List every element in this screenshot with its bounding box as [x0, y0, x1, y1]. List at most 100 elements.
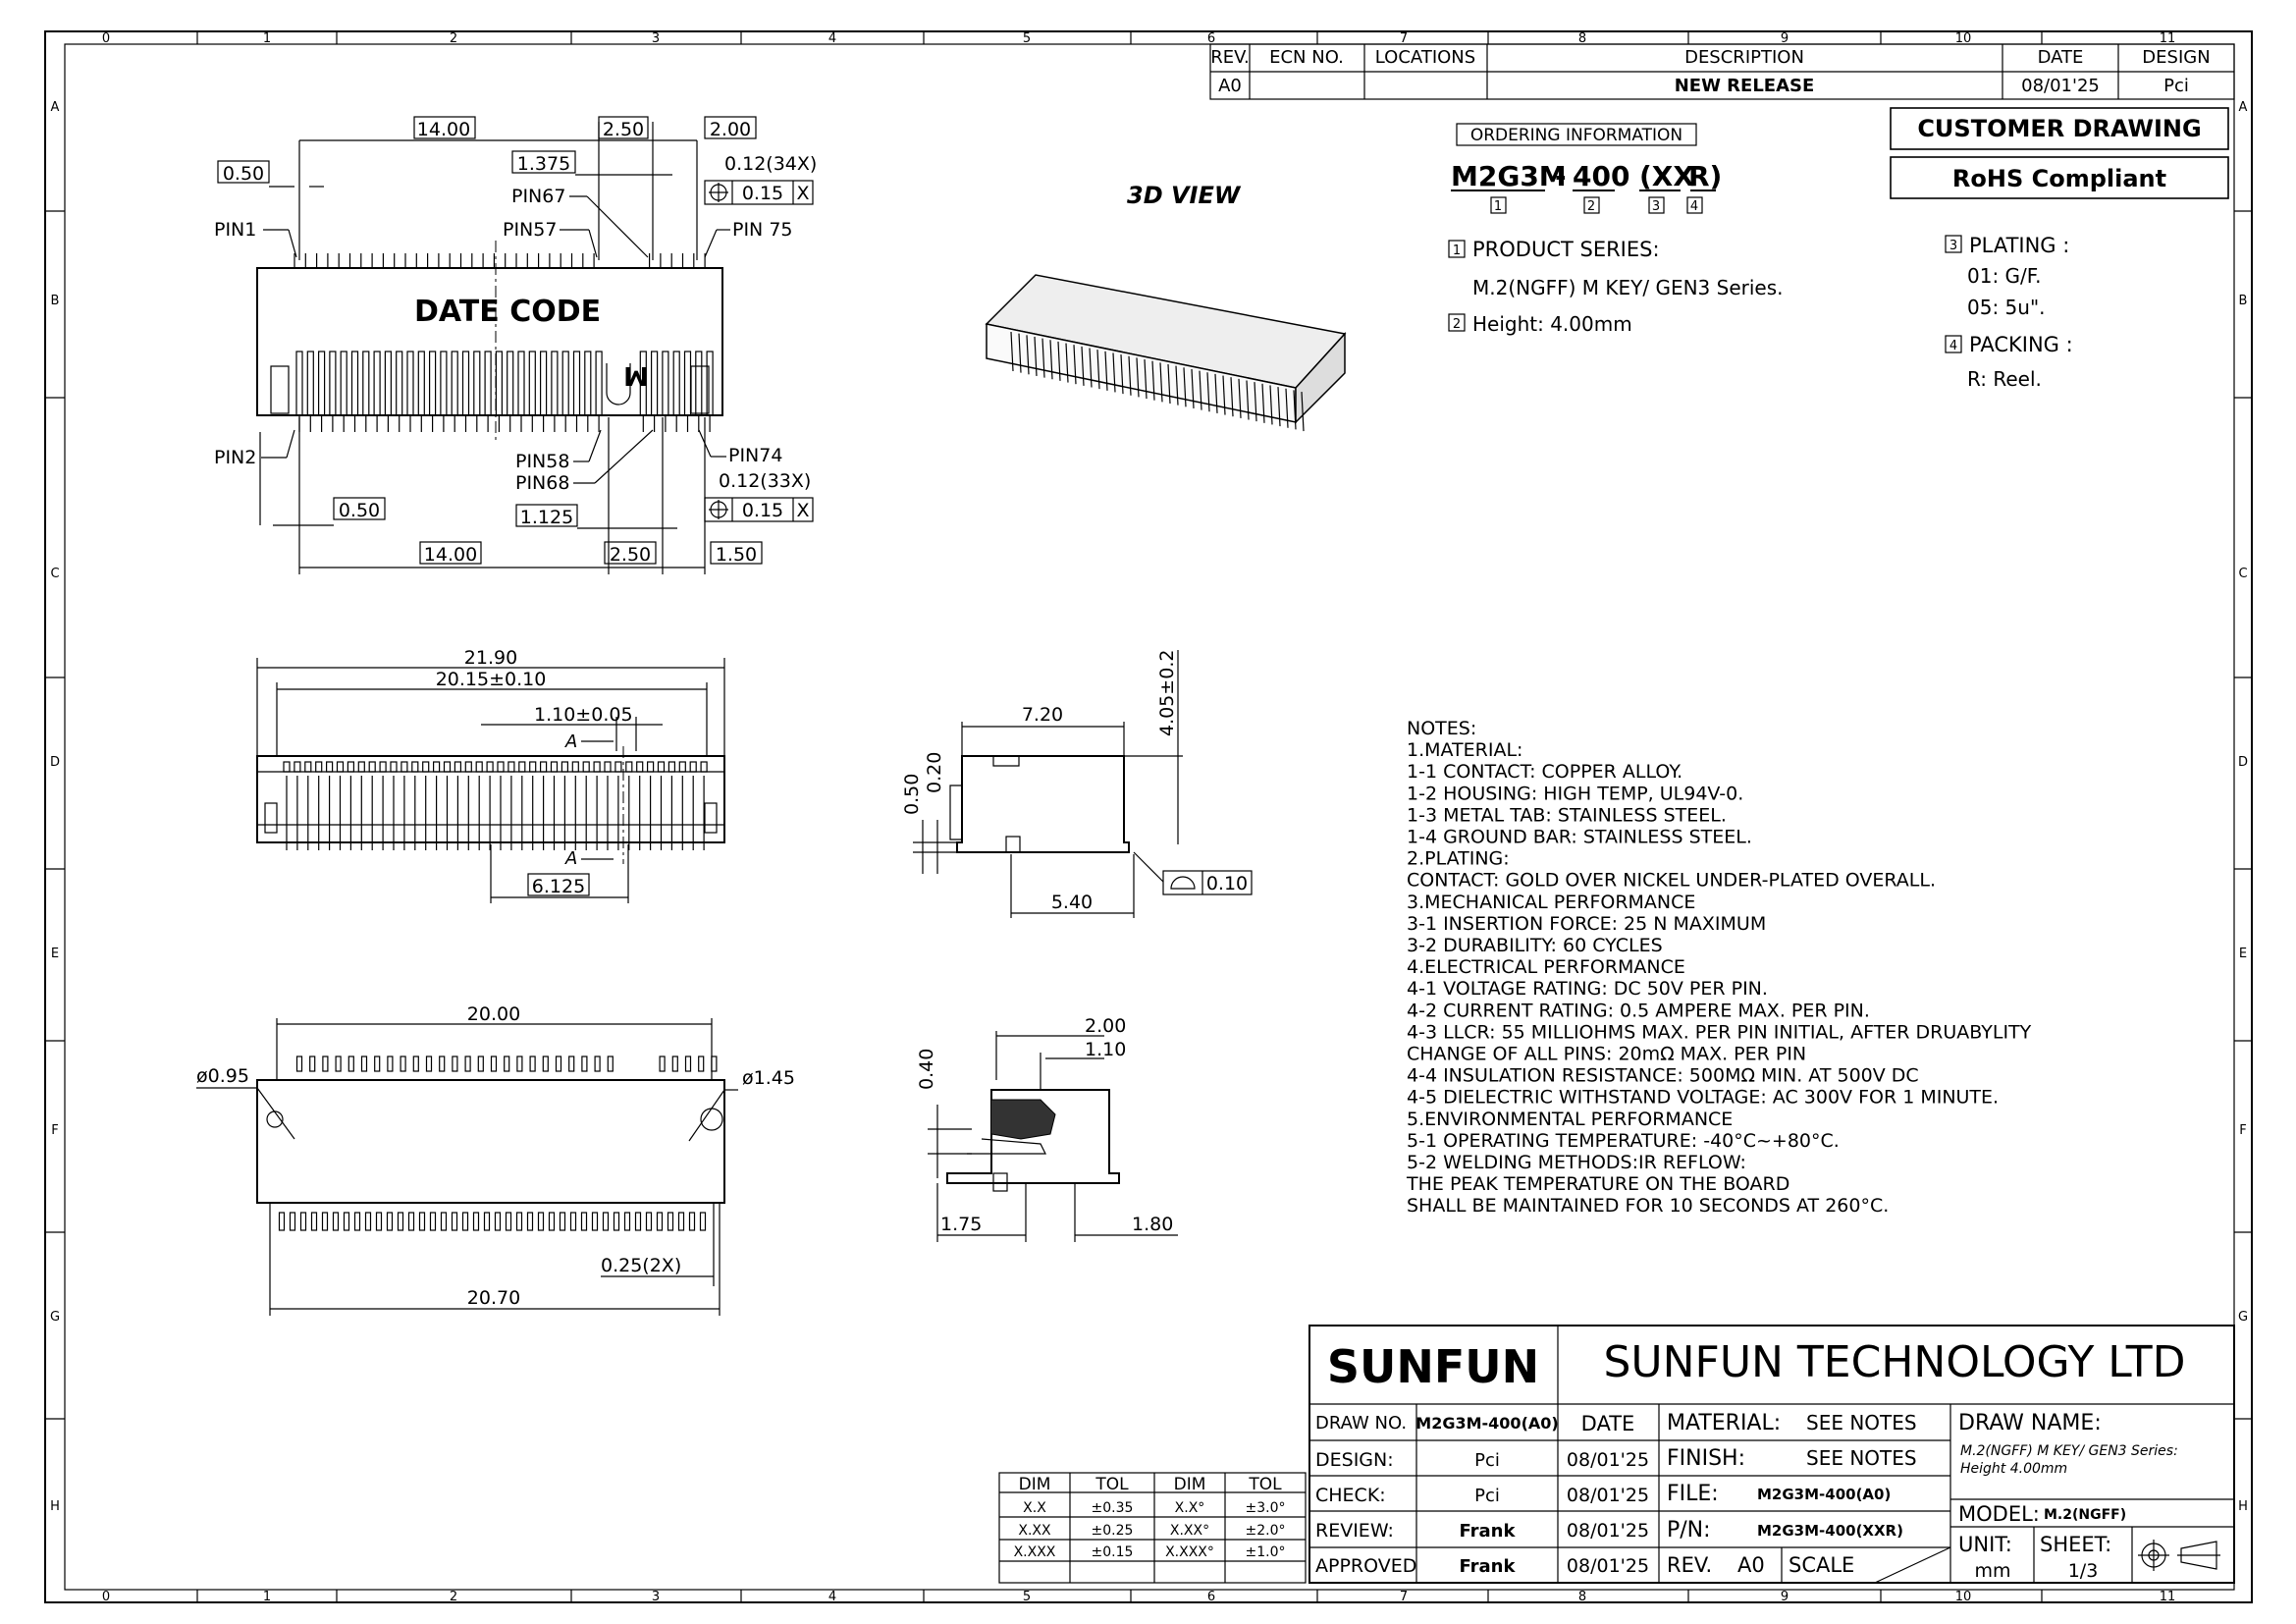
packing-label: PACKING :	[1969, 333, 2073, 356]
front-pin-top	[422, 761, 430, 773]
dim-1-10: 1.10±0.05	[534, 704, 633, 726]
side-housing	[956, 755, 1130, 853]
front-pin-top	[486, 761, 494, 773]
front-pin-top	[379, 761, 387, 773]
iso-pin	[1120, 354, 1124, 395]
part-dash: -	[1555, 160, 1567, 192]
pn-label: P/N:	[1667, 1518, 1711, 1543]
bottom-pin-upper	[711, 1056, 718, 1072]
iso-pin	[1018, 333, 1022, 373]
iso-pin	[1269, 385, 1273, 425]
top-pin-lower	[484, 351, 492, 416]
top-pin-lower	[539, 351, 548, 416]
top-pin-lower	[295, 351, 303, 416]
bottom-pin-lower	[623, 1212, 631, 1231]
bottom-pin-upper	[452, 1056, 458, 1072]
tol-cell: ±3.0°	[1246, 1500, 1286, 1516]
bottom-pin-lower	[278, 1212, 286, 1231]
bottom-pin-upper	[322, 1056, 329, 1072]
iso-pin	[1041, 338, 1045, 378]
pin68-label: PIN68	[515, 472, 569, 494]
company-name: SUNFUN TECHNOLOGY LTD	[1603, 1337, 2185, 1387]
tol-cell: X.XXX°	[1165, 1544, 1214, 1560]
bottom-pin-lower	[634, 1212, 642, 1231]
iso-pin	[1230, 377, 1234, 417]
tol-cell: X.XX°	[1170, 1523, 1209, 1539]
bottom-pin-lower	[353, 1212, 361, 1231]
design-label: DESIGN:	[1315, 1449, 1394, 1471]
dim-4-05: 4.05±0.2	[1156, 650, 1178, 736]
file-value: M2G3M-400(A0)	[1757, 1486, 1891, 1503]
bottom-pin-lower	[645, 1212, 653, 1231]
bottom-pin-upper	[347, 1056, 354, 1072]
top-pin-lower	[451, 351, 458, 416]
bottom-pin-lower	[656, 1212, 664, 1231]
iso-pin	[1191, 368, 1195, 408]
grid-col-label: 0	[102, 31, 110, 46]
iso-pin	[1246, 380, 1250, 420]
notes-line: 3-2 DURABILITY: 60 CYCLES	[1407, 935, 1663, 956]
iso-pin	[1167, 363, 1171, 405]
tol-cell: X.XXX	[1014, 1544, 1056, 1560]
front-pin-top	[497, 761, 505, 773]
bottom-pin-lower	[667, 1212, 674, 1231]
top-pin-lower	[396, 351, 403, 416]
top-pin-lower	[561, 351, 569, 416]
bottom-pin-upper	[516, 1056, 523, 1072]
index-3b: 3	[1949, 239, 1957, 253]
iso-pin	[1199, 370, 1202, 410]
fcf-bot: 0.15	[742, 500, 783, 521]
dim-20-00: 20.00	[467, 1003, 520, 1025]
dim-1-45: ø1.45	[742, 1067, 795, 1089]
key-mark: M	[623, 360, 649, 390]
top-pin-lower	[461, 351, 470, 416]
grid-col-label: 2	[450, 1590, 457, 1604]
iso-pin	[1096, 350, 1100, 390]
plating-opt-05: 05: 5u".	[1967, 296, 2046, 319]
product-series-label: PRODUCT SERIES:	[1472, 238, 1660, 261]
iso-pin	[1144, 359, 1148, 400]
dim-0-95: ø0.95	[196, 1065, 249, 1087]
part-height: 400	[1573, 160, 1629, 192]
top-pins-upper	[294, 253, 706, 268]
ecn-header: ECN NO.	[1269, 47, 1344, 68]
top-pin-lower	[384, 351, 392, 416]
dim-14-top: 14.00	[417, 119, 470, 140]
notes-line: 4-3 LLCR: 55 MILLIOHMS MAX. PER PIN INIT…	[1407, 1021, 2032, 1043]
section-housing	[946, 1089, 1120, 1184]
grid-col-label: 5	[1023, 1590, 1031, 1604]
front-pin-top	[614, 761, 622, 773]
top-pin-lower	[672, 351, 680, 416]
notes-line: 5-2 WELDING METHODS:IR REFLOW:	[1407, 1152, 1746, 1173]
notes-line: NOTES:	[1407, 718, 1476, 739]
bottom-pin-upper	[425, 1056, 433, 1072]
tol-cell: X.X°	[1175, 1500, 1205, 1516]
notes-line: 3.MECHANICAL PERFORMANCE	[1407, 892, 1695, 913]
notes-line: 1-2 HOUSING: HIGH TEMP, UL94V-0.	[1407, 783, 1743, 804]
grid-row-label: E	[51, 947, 59, 961]
bottom-pin-lower	[526, 1212, 534, 1231]
notes-line: 1-4 GROUND BAR: STAINLESS STEEL.	[1407, 827, 1752, 848]
check-label: CHECK:	[1315, 1485, 1386, 1506]
grid-col-label: 3	[652, 31, 660, 46]
top-view: DATE CODE M 14.00 2.50 2.00 0.50 1.375 0…	[214, 116, 817, 574]
tol-header: DIM	[1019, 1475, 1051, 1494]
notes-line: 4.ELECTRICAL PERFORMANCE	[1407, 956, 1685, 978]
dim-2-50-top: 2.50	[603, 119, 644, 140]
front-pin-top	[347, 761, 354, 773]
top-pin-lower	[373, 351, 381, 416]
check-date: 08/01'25	[1567, 1485, 1649, 1506]
front-pin-top	[336, 761, 345, 773]
iso-pin	[1104, 351, 1108, 391]
packing-opt-r: R: Reel.	[1967, 367, 2042, 391]
top-pin-lower	[595, 351, 603, 416]
grid-col-label: 10	[1955, 31, 1972, 46]
iso-pin	[1034, 336, 1038, 376]
locations-header: LOCATIONS	[1375, 47, 1475, 68]
notes-line: 1-3 METAL TAB: STAINLESS STEEL.	[1407, 804, 1727, 826]
bottom-pin-upper	[374, 1056, 381, 1072]
bottom-pin-lower	[310, 1212, 318, 1231]
dim-1-50: 1.50	[716, 544, 757, 566]
dim-0-20-side: 0.20	[924, 752, 945, 793]
